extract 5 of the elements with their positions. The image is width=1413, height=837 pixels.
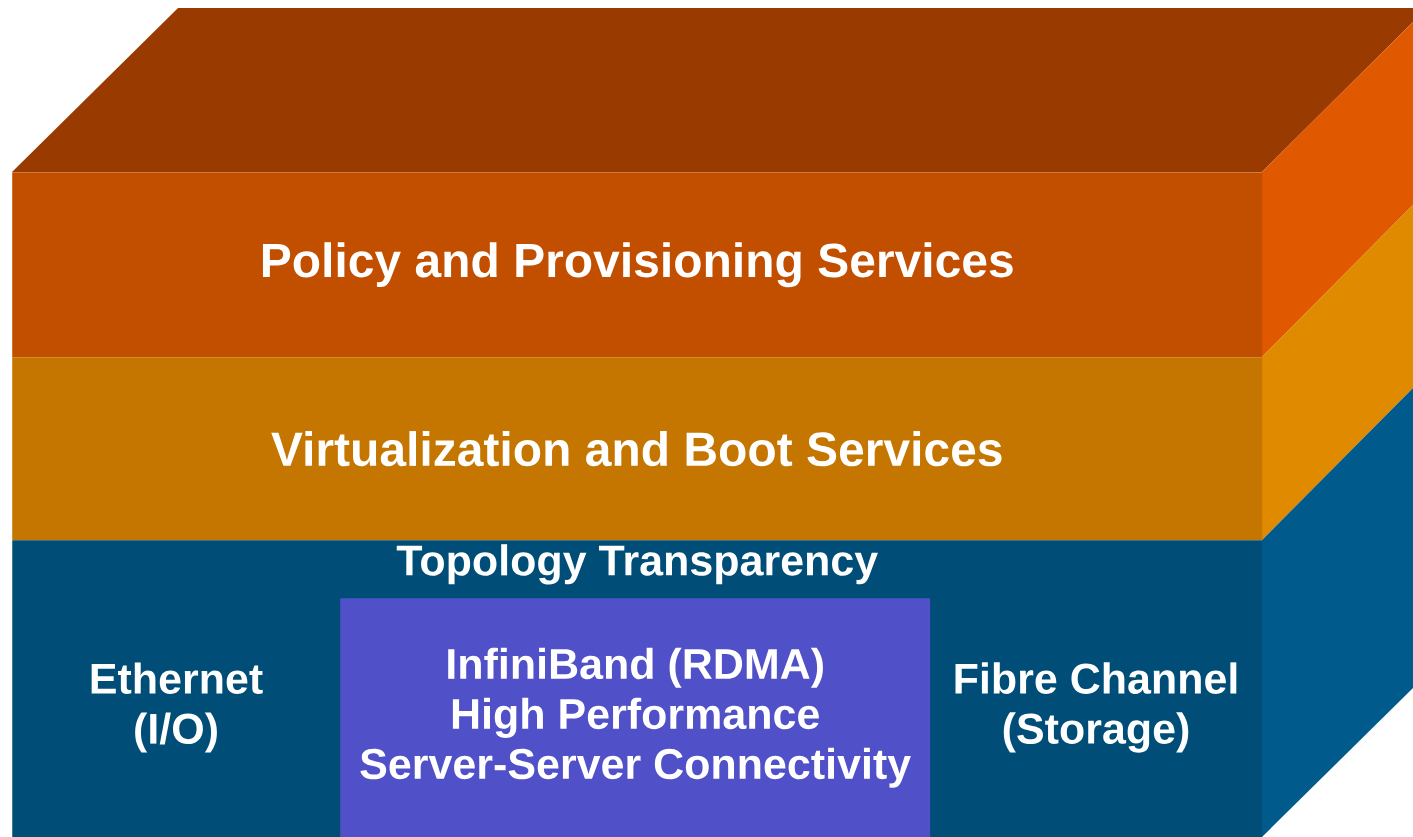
protocol-label: Ethernet (I/O) bbox=[91, 662, 263, 753]
layer-band: Policy and Provisioning Services bbox=[12, 172, 1263, 358]
protocol-box: InfiniBand (RDMA) High Performance Server-Server Connectivity bbox=[340, 598, 931, 837]
protocol-label: Fibre Channel (Storage) bbox=[955, 662, 1237, 753]
layer-band: Virtualization and Boot Services bbox=[12, 357, 1263, 541]
